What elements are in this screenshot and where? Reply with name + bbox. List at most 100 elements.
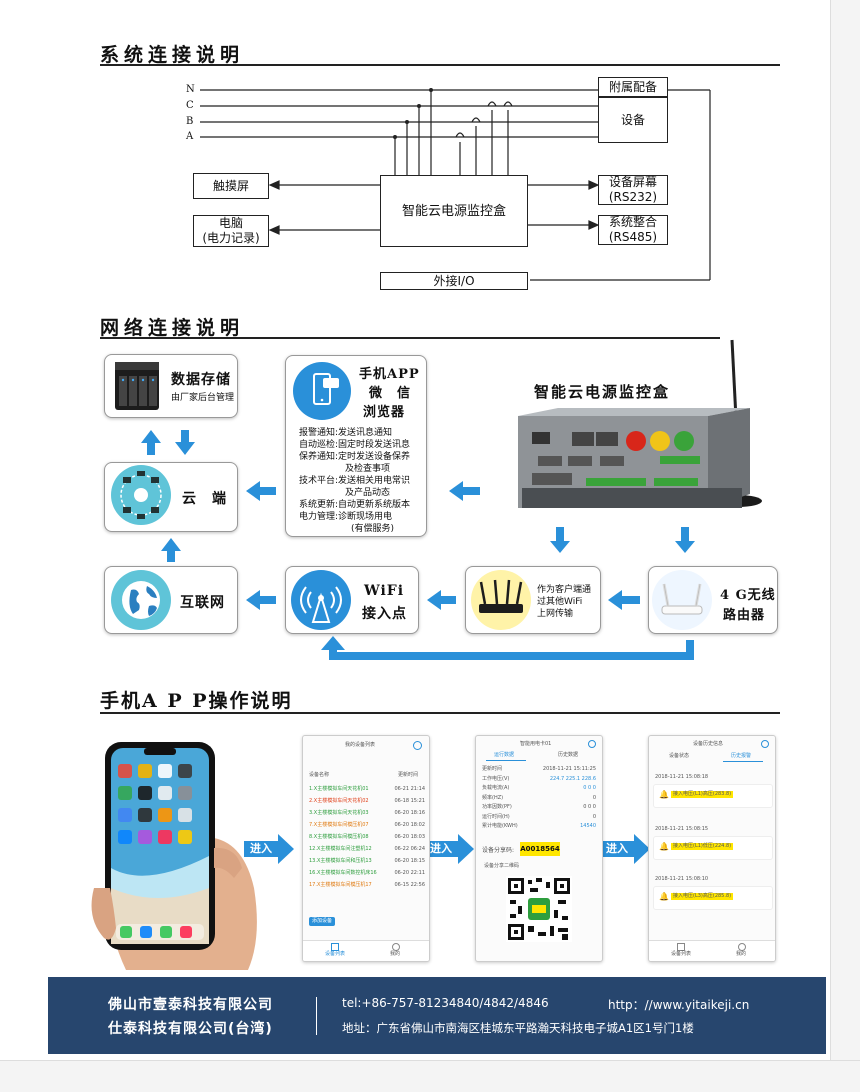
section-title-system: 系统连接说明 (100, 44, 245, 66)
tab-status[interactable]: 设备状态 (669, 753, 690, 759)
data-row: 负载电流(A)0 0 0 (482, 785, 596, 791)
external-io-box: 外接I/O (380, 272, 528, 290)
device-screen-box: 设备屏幕 (RS232) (598, 175, 668, 205)
alert-time: 2018-11-21 15:08:10 (655, 876, 709, 882)
user-icon[interactable] (738, 943, 746, 951)
app-screen-history: 设备历史信息 设备状态 历史报警 2018-11-21 15:08:18 🔔 接… (648, 735, 776, 962)
tab-device-list[interactable]: 设备列表 (325, 951, 346, 957)
server-icon (113, 360, 161, 412)
footer: 佛山市壹泰科技有限公司 仕泰科技有限公司(台湾) tel:+86-757-812… (48, 977, 826, 1054)
storage-subtitle: 由厂家后台管理 (171, 393, 235, 403)
column-header-name: 设备名称 (309, 772, 330, 778)
feature-list: 报警通知:发送讯息通知 自动巡检:固定时段发送讯息 保养通知:定时发送设备保养 … (299, 427, 410, 535)
section-title-app: 手机A P P操作说明 (100, 690, 293, 712)
footer-tel: tel:+86-757-81234840/4842/4846 (342, 996, 549, 1010)
feature-row: 报警通知:发送讯息通知 (299, 428, 393, 438)
router-4g-icon (652, 570, 712, 630)
alert-message: 接入电压(L3)高压(285.8) (671, 893, 734, 900)
data-row: 运行时间(H)0 (482, 813, 596, 820)
feature-row: 系统更新:自动更新系统版本 (299, 500, 411, 510)
phone-message-icon (293, 362, 351, 420)
data-row: 功率因数(PF)0 0 0 (482, 804, 596, 810)
footer-divider (316, 997, 317, 1035)
tab-underline (486, 760, 526, 761)
tab-realtime[interactable]: 运行数据 (494, 752, 515, 758)
app-title: 手机APP (359, 367, 420, 382)
wifi-tower-icon (291, 570, 351, 630)
enter-arrow-2 (424, 834, 474, 864)
enter-label: 进入 (606, 842, 628, 855)
tab-me[interactable]: 我的 (736, 951, 747, 957)
storage-title: 数据存储 (171, 372, 231, 388)
tab-me[interactable]: 我的 (390, 951, 401, 957)
column-header-time: 更新时间 (398, 772, 419, 778)
section-title-network: 网络连接说明 (100, 317, 245, 339)
footer-website[interactable]: http：//www.yitaikeji.cn (608, 998, 750, 1012)
hand-phone-image (91, 742, 257, 970)
company-name-1: 佛山市壹泰科技有限公司 (108, 997, 273, 1013)
tab-device-list[interactable]: 设备列表 (671, 951, 692, 957)
qr-code-image (506, 876, 572, 942)
tab-bar (649, 940, 775, 961)
user-icon[interactable] (392, 943, 400, 951)
phase-label-a: A (186, 131, 194, 142)
enter-label: 进入 (250, 842, 272, 855)
device-title: 智能云电源监控盒 (534, 383, 671, 401)
home-icon[interactable] (331, 943, 339, 951)
enter-arrow-1 (244, 834, 294, 864)
add-device-button[interactable]: 添加设备 (309, 917, 336, 926)
data-row: 累计电能(KWH)14540 (482, 823, 596, 829)
bell-icon: 🔔 (659, 842, 669, 851)
system-integration-box: 系统整合 (RS485) (598, 215, 668, 245)
share-code-value: A0018564 (520, 842, 560, 856)
alert-time: 2018-11-21 15:08:18 (655, 774, 709, 780)
feature-row: 自动巡检:固定时段发送讯息 (299, 440, 411, 450)
feature-row: 保养通知:定时发送设备保养 (299, 452, 411, 462)
monitor-device-image (518, 339, 762, 508)
home-icon[interactable] (677, 943, 685, 951)
tab-alarm-history[interactable]: 历史报警 (731, 753, 752, 759)
system-wiring (200, 88, 711, 281)
wifi-subtitle: 接入点 (362, 606, 407, 622)
alert-time: 2018-11-21 15:08:15 (655, 826, 709, 832)
page-bottom-edge (0, 1060, 860, 1092)
page-right-edge (830, 0, 860, 1091)
monitor-box: 智能云电源监控盒 (380, 175, 528, 247)
phase-label-c: C (186, 100, 194, 111)
section-rule (100, 64, 780, 66)
screen-title: 智能用电卡01 (520, 741, 552, 747)
footer-address: 地址：广东省佛山市南海区桂城东平路瀚天科技电子城A1区1号门1楼 (342, 1021, 694, 1035)
share-code-label: 设备分享码: (482, 847, 515, 854)
company-name-2: 仕泰科技有限公司(台湾) (108, 1021, 273, 1037)
touchscreen-box: 触摸屏 (193, 173, 269, 199)
cloud-label: 云 端 (182, 491, 227, 507)
section-rule (100, 337, 720, 339)
enter-arrow-3 (600, 834, 650, 864)
feature-row: 技术平台:发送相关用电常识 (299, 476, 411, 486)
feature-row: 电力管理:诊断现场用电 (299, 512, 393, 522)
accessory-box: 附属配备 (598, 77, 668, 97)
tab-history[interactable]: 历史数据 (558, 752, 579, 758)
screen-title: 设备历史信息 (693, 741, 724, 747)
bell-icon: 🔔 (659, 790, 669, 799)
tab-underline (723, 761, 763, 762)
settings-icon (761, 740, 769, 748)
wifi-title: WiFi (364, 583, 405, 599)
router-4g-title: 4 G无线 (720, 588, 776, 603)
tab-bar (303, 940, 429, 961)
qr-label: 设备分享二维码 (484, 863, 520, 869)
